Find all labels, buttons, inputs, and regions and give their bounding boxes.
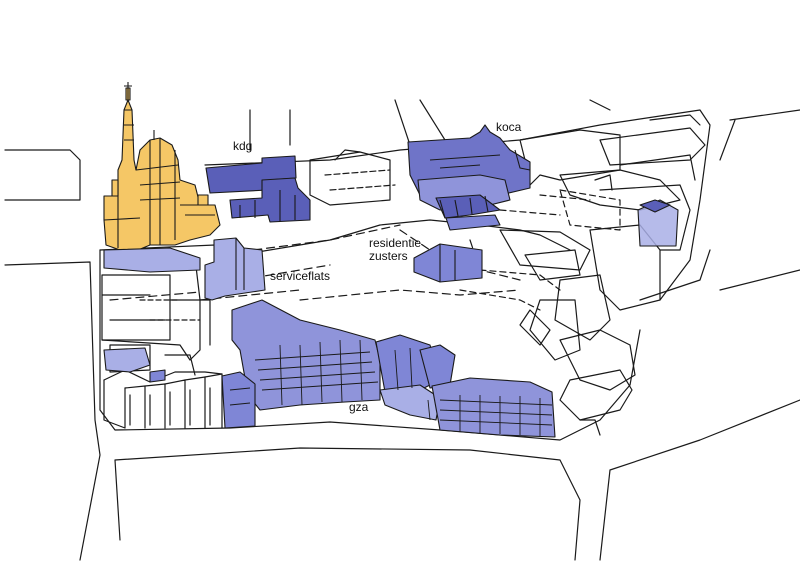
building-left-wing (103, 247, 201, 373)
building-serviceflats (204, 237, 266, 301)
building-gza (149, 299, 556, 438)
label-residentie-line2: zusters (369, 249, 408, 263)
street-outlines (4, 99, 800, 561)
top-row-buildings (309, 114, 706, 231)
building-koca (407, 124, 531, 231)
right-side-buildings (459, 154, 711, 436)
label-serviceflats: serviceflats (270, 269, 331, 283)
left-row-houses (101, 257, 211, 376)
church-building (103, 82, 221, 251)
label-koca: koca (496, 120, 522, 134)
label-gza: gza (349, 400, 369, 414)
label-kdg: kdg (233, 139, 253, 153)
label-residentie-zusters: residentie zusters (369, 237, 421, 263)
label-residentie-line1: residentie (369, 236, 422, 250)
building-residentie-zusters (413, 243, 483, 283)
building-kdg (205, 155, 311, 223)
bottom-row-houses (103, 369, 223, 429)
highlighted-buildings (103, 124, 679, 438)
building-right-tower (637, 199, 679, 247)
